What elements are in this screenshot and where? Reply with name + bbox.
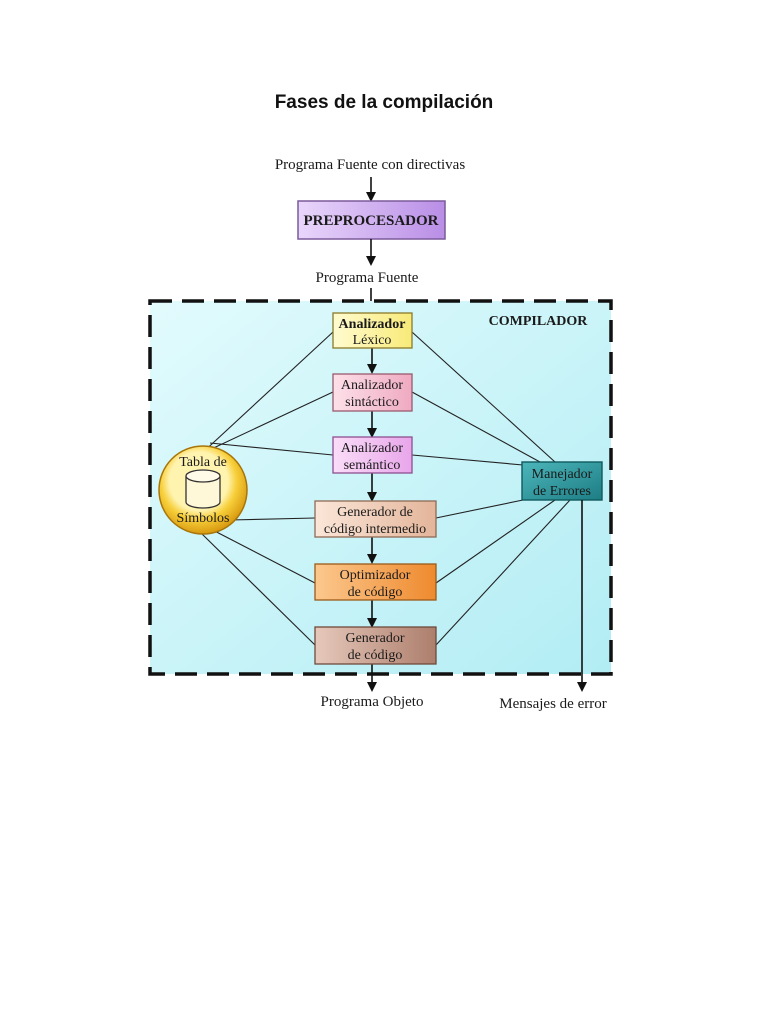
compiler-label: COMPILADOR	[489, 314, 589, 329]
symbol-table-line1: Tabla de	[179, 455, 227, 470]
phase-semantico-line1: Analizador	[341, 441, 404, 456]
symbol-table-line2: Símbolos	[177, 511, 230, 526]
phase-box-lexico	[332, 312, 413, 349]
phase-intermedio-line2: código intermedio	[324, 522, 426, 537]
preprocessor-label: PREPROCESADOR	[303, 213, 438, 229]
phase-box-optimizador	[314, 563, 437, 601]
phase-box-intermedio	[314, 500, 437, 538]
phase-optimizador-line1: Optimizador	[340, 568, 411, 583]
phase-generador-line1: Generador	[345, 631, 404, 646]
input-label: Programa Fuente con directivas	[275, 157, 466, 173]
phase-semantico-line2: semántico	[344, 458, 401, 473]
database-icon	[185, 469, 221, 509]
mid-label: Programa Fuente	[316, 270, 419, 286]
connection-lines	[199, 331, 571, 646]
phase-box-sintactico	[332, 373, 413, 412]
phase-optimizador-line2: de código	[348, 585, 403, 600]
phase-box-generador	[314, 626, 437, 665]
phase-sintactico-line2: sintáctico	[345, 395, 399, 410]
output-label: Programa Objeto	[321, 694, 424, 710]
phase-box-semantico	[332, 436, 413, 474]
phase-intermedio-line1: Generador de	[337, 505, 413, 520]
phase-generador-line2: de código	[348, 648, 403, 663]
preprocessor-box	[297, 200, 446, 240]
page-title: Fases de la compilación	[274, 92, 494, 113]
phase-lexico-line2: Léxico	[353, 333, 392, 348]
phase-lexico-line1: Analizador	[339, 317, 406, 332]
phase-sintactico-line1: Analizador	[341, 378, 404, 393]
error-handler-line2: de Errores	[533, 484, 591, 499]
error-handler-box	[521, 461, 603, 501]
error-output-label: Mensajes de error	[499, 696, 606, 712]
error-handler-line1: Manejador	[532, 467, 593, 482]
